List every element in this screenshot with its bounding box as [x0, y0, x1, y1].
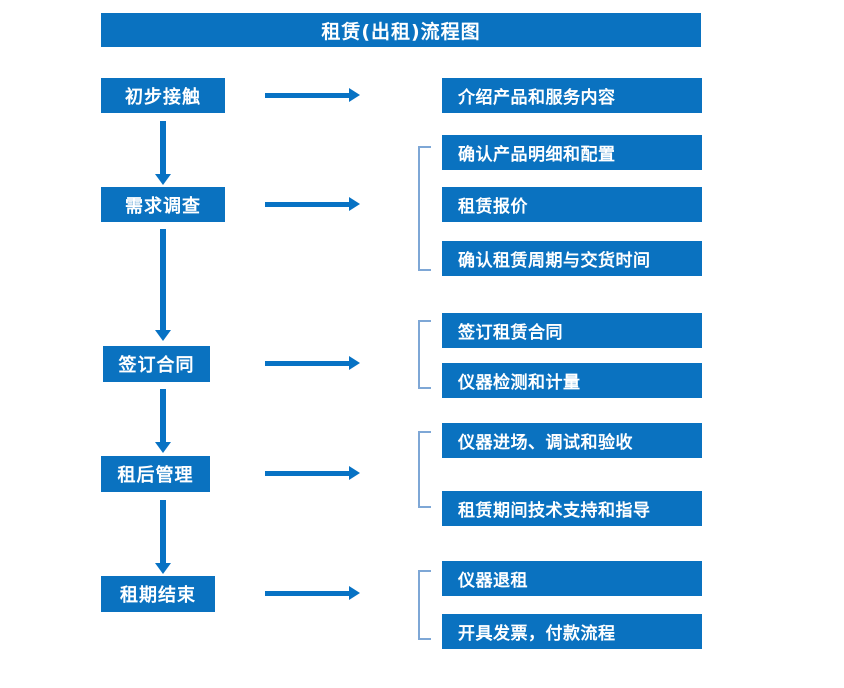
detail-box-introduce-products[interactable]: 介绍产品和服务内容	[442, 78, 702, 113]
detail-box-invoice-payment[interactable]: 开具发票，付款流程	[442, 614, 702, 649]
detail-box-instrument-return[interactable]: 仪器退租	[442, 561, 702, 596]
page-title: 租赁(出租)流程图	[101, 13, 701, 47]
horizontal-arrow-5	[265, 586, 360, 600]
detail-box-sign-rental-contract[interactable]: 签订租赁合同	[442, 313, 702, 348]
horizontal-arrow-3	[265, 356, 360, 370]
stage-box-sign-contract[interactable]: 签订合同	[103, 346, 210, 382]
group-bracket-sign-contract	[418, 320, 431, 389]
stage-box-rental-end[interactable]: 租期结束	[101, 576, 215, 612]
vertical-arrow-4	[155, 500, 171, 574]
detail-box-rental-quotation[interactable]: 租赁报价	[442, 187, 702, 222]
detail-box-confirm-product-details[interactable]: 确认产品明细和配置	[442, 135, 702, 170]
vertical-arrow-2	[155, 229, 171, 341]
group-bracket-requirement-survey	[418, 146, 431, 271]
horizontal-arrow-2	[265, 197, 360, 211]
vertical-arrow-1	[155, 121, 171, 185]
vertical-arrow-3	[155, 389, 171, 453]
horizontal-arrow-1	[265, 88, 360, 102]
horizontal-arrow-4	[265, 466, 360, 480]
detail-box-instrument-installation[interactable]: 仪器进场、调试和验收	[442, 423, 702, 458]
stage-box-post-rental-management[interactable]: 租后管理	[101, 456, 210, 492]
detail-box-instrument-inspection[interactable]: 仪器检测和计量	[442, 363, 702, 398]
group-bracket-rental-end	[418, 570, 431, 640]
group-bracket-post-rental-management	[418, 431, 431, 508]
stage-box-initial-contact[interactable]: 初步接触	[101, 78, 225, 113]
detail-box-technical-support[interactable]: 租赁期间技术支持和指导	[442, 491, 702, 526]
detail-box-confirm-rental-period[interactable]: 确认租赁周期与交货时间	[442, 241, 702, 276]
stage-box-requirement-survey[interactable]: 需求调查	[101, 187, 225, 222]
